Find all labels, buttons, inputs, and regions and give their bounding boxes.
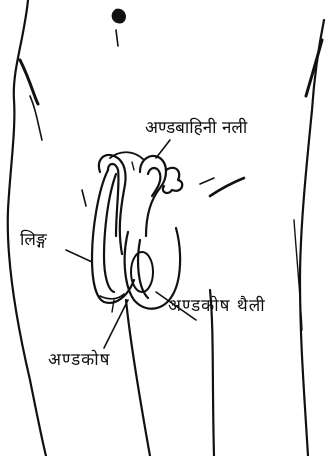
penis-inner <box>104 174 116 292</box>
inner-thigh-left <box>126 300 150 456</box>
label-vas-deferens: अण्डबाहिनी नली <box>145 120 247 137</box>
label-scrotum: अण्डकोष थैली <box>168 298 266 315</box>
leader-vas-deferens <box>156 140 170 158</box>
left-body-outline <box>8 0 46 456</box>
groin-crease-right <box>210 178 244 196</box>
vas-deferens-left <box>99 155 126 254</box>
leader-testis <box>104 300 128 348</box>
right-body-outline <box>300 20 324 456</box>
stray-mark-1 <box>82 190 86 206</box>
label-penis: लिङ्ग <box>20 232 47 249</box>
left-hip-line <box>20 60 38 104</box>
navel-line <box>116 30 118 46</box>
navel-mark <box>113 10 125 23</box>
stray-mark-2 <box>132 162 134 170</box>
leader-penis <box>66 250 92 262</box>
label-testis: अण्डकोष <box>48 352 110 369</box>
groin-crease-right-2 <box>200 178 214 184</box>
